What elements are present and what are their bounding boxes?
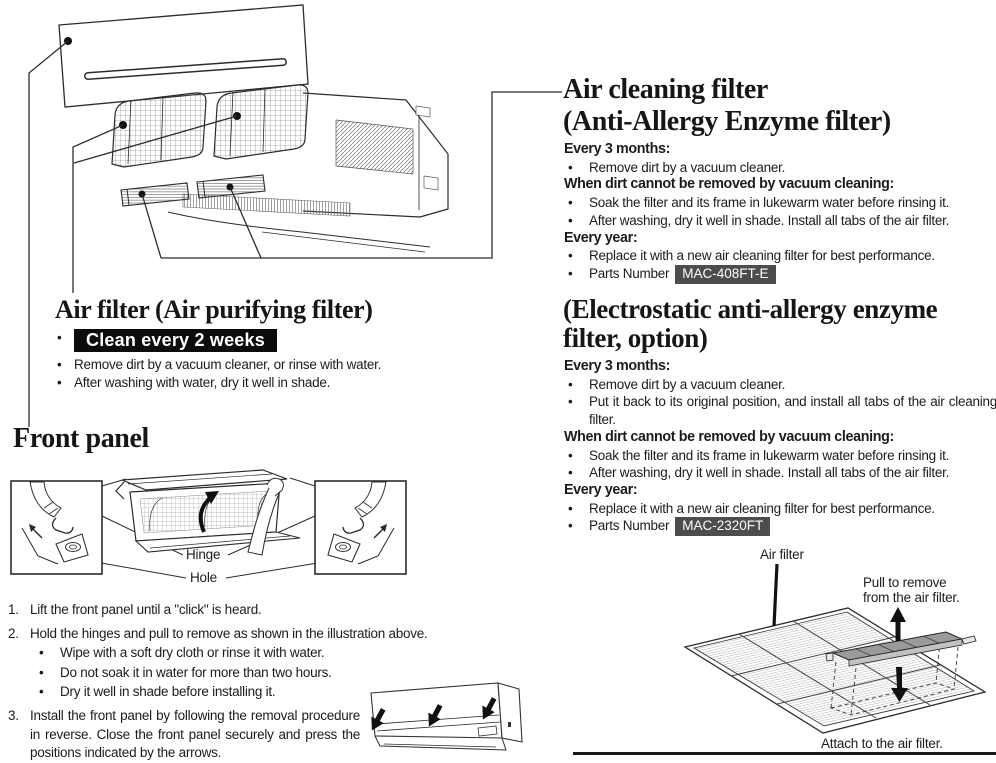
air-cleaning-instructions: Every 3 months: Remove dirt by a vacuum … [564, 141, 996, 284]
small-arrow-icon [29, 524, 36, 532]
attach-down-arrow-icon [891, 667, 908, 702]
mini-unit-drawing [370, 682, 523, 751]
interval-heading: Every year: [564, 229, 638, 246]
callout-leaders [28, 37, 562, 427]
hinge-hook [51, 517, 74, 534]
air-filter-parts [111, 84, 309, 168]
instruction-bullet: Soak the filter and its frame in lukewar… [564, 447, 996, 465]
down-arrow-icon [428, 704, 443, 727]
clean-every-2-weeks-badge: Clean every 2 weeks [74, 329, 277, 352]
pull-label-line2: from the air filter. [863, 590, 960, 605]
left-hinge-inset [10, 480, 103, 575]
unit-body [167, 92, 449, 253]
front-panel-title: Front panel [13, 423, 149, 454]
step-3: 3. Install the front panel by following … [8, 707, 360, 761]
open-unit-drawing [115, 469, 301, 556]
clean-badge-row: Clean every 2 weeks [57, 329, 477, 352]
condition-heading: When dirt cannot be removed by vacuum cl… [564, 176, 894, 193]
instruction-bullet: After washing, dry it well in shade. Ins… [564, 212, 996, 230]
electrostatic-filter-title: (Electrostatic anti-allergy enzyme filte… [563, 294, 938, 353]
interval-heading: Every year: [564, 481, 638, 498]
step-1: 1. Lift the front panel until a "click" … [8, 601, 540, 620]
down-arrow-icon [371, 708, 386, 731]
step-2: 2. Hold the hinges and pull to remove as… [8, 625, 540, 702]
hand-drawing [29, 481, 62, 518]
air-filter-instructions: Clean every 2 weeks Remove dirt by a vac… [57, 329, 477, 391]
step-number: 3. [8, 707, 19, 723]
air-cleaning-filter-title: Air cleaning filter (Anti-Allergy Enzyme… [563, 74, 891, 137]
step-number: 1. [8, 602, 19, 617]
air-filter-bullet: After washing with water, dry it well in… [57, 374, 477, 392]
instruction-bullet: Put it back to its original position, an… [564, 393, 996, 428]
hinge-hook [342, 517, 365, 534]
front-panel-steps: 1. Lift the front panel until a "click" … [8, 601, 540, 763]
air-filter-label: Air filter [760, 547, 804, 562]
instruction-bullet: After washing, dry it well in shade. Ins… [564, 464, 996, 482]
instruction-bullet: Remove dirt by a vacuum cleaner. [564, 376, 996, 394]
instruction-bullet: Replace it with a new air cleaning filte… [564, 247, 996, 265]
air-filter-leader [772, 563, 779, 627]
instruction-bullet: Remove dirt by a vacuum cleaner. [564, 159, 996, 177]
parts-number-badge: MAC-2320FT [675, 517, 771, 537]
front-panel-illustration: Hinge Hole [10, 469, 407, 585]
hand-drawing [354, 481, 387, 518]
page-footer-rule [573, 752, 996, 755]
attach-label: Attach to the air filter. [821, 736, 943, 751]
step-2-sub-bullet: Dry it well in shade before installing i… [30, 683, 540, 702]
parts-number-badge: MAC-408FT-E [675, 264, 776, 284]
air-filter-bullet: Remove dirt by a vacuum cleaner, or rins… [57, 356, 477, 374]
interval-heading: Every 3 months: [564, 358, 670, 374]
exploded-view-illustration [28, 4, 562, 427]
pull-up-arrow-icon [890, 607, 906, 641]
right-hinge-inset [314, 480, 407, 575]
instruction-bullet: Soak the filter and its frame in lukewar… [564, 194, 996, 212]
attach-filter-illustration: Air filter Pull to remove from the air f… [683, 547, 987, 751]
step-2-sub-bullet: Do not soak it in water for more than tw… [30, 664, 540, 683]
press-arrow-icons [371, 697, 497, 731]
hole-drawing [335, 542, 351, 552]
instruction-bullet: Replace it with a new air cleaning filte… [564, 500, 996, 518]
electrostatic-instructions: Every 3 months: Remove dirt by a vacuum … [564, 358, 996, 537]
step-number: 2. [8, 625, 19, 641]
up-arrow-icon [205, 491, 219, 504]
air-cleaning-filter-parts [120, 174, 266, 207]
step-2-sub-bullet: Wipe with a soft dry cloth or rinse it w… [30, 644, 540, 663]
press-positions-illustration [370, 682, 523, 751]
hinge-label: Hinge [186, 547, 220, 562]
cleaning-strip-drawing [825, 631, 977, 667]
pull-label-line1: Pull to remove [863, 575, 947, 590]
hole-label: Hole [190, 570, 217, 585]
down-arrow-icon [482, 697, 497, 720]
front-panel-part [58, 4, 309, 108]
interval-heading: Every 3 months: [564, 141, 670, 157]
condition-heading: When dirt cannot be removed by vacuum cl… [564, 428, 894, 445]
air-filter-title: Air filter (Air purifying filter) [55, 295, 373, 324]
small-arrow-icon [380, 524, 387, 532]
hole-drawing [65, 542, 81, 552]
